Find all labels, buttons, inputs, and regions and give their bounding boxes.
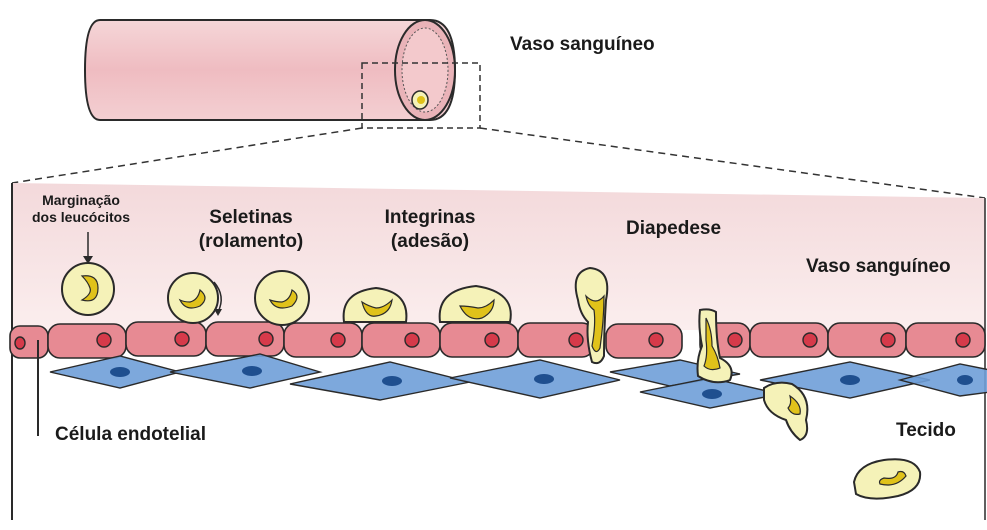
label-selectins-line2: (rolamento) bbox=[176, 230, 326, 254]
label-endothelial-cell: Célula endotelial bbox=[55, 424, 206, 446]
leukocyte-exiting bbox=[764, 383, 807, 440]
label-selectins: Seletinas (rolamento) bbox=[176, 206, 326, 254]
label-integrins-line2: (adesão) bbox=[360, 230, 500, 254]
label-integrins: Integrinas (adesão) bbox=[360, 206, 500, 254]
label-margination-line2: dos leucócitos bbox=[16, 209, 146, 226]
label-selectins-line1: Seletinas bbox=[176, 206, 326, 230]
label-margination-line1: Marginação bbox=[16, 192, 146, 209]
leukocyte-rolling-2 bbox=[255, 271, 309, 325]
label-integrins-line1: Integrinas bbox=[360, 206, 500, 230]
zoom-line-left bbox=[12, 128, 362, 183]
label-vessel-top: Vaso sanguíneo bbox=[510, 34, 655, 56]
label-tissue: Tecido bbox=[896, 420, 956, 442]
label-diapedesis: Diapedese bbox=[626, 218, 721, 240]
vessel-tube bbox=[85, 20, 455, 120]
label-vessel-lumen: Vaso sanguíneo bbox=[806, 256, 951, 278]
label-margination: Marginação dos leucócitos bbox=[16, 192, 146, 226]
leukocyte-tissue bbox=[854, 459, 920, 498]
zoom-line-right bbox=[480, 128, 985, 198]
